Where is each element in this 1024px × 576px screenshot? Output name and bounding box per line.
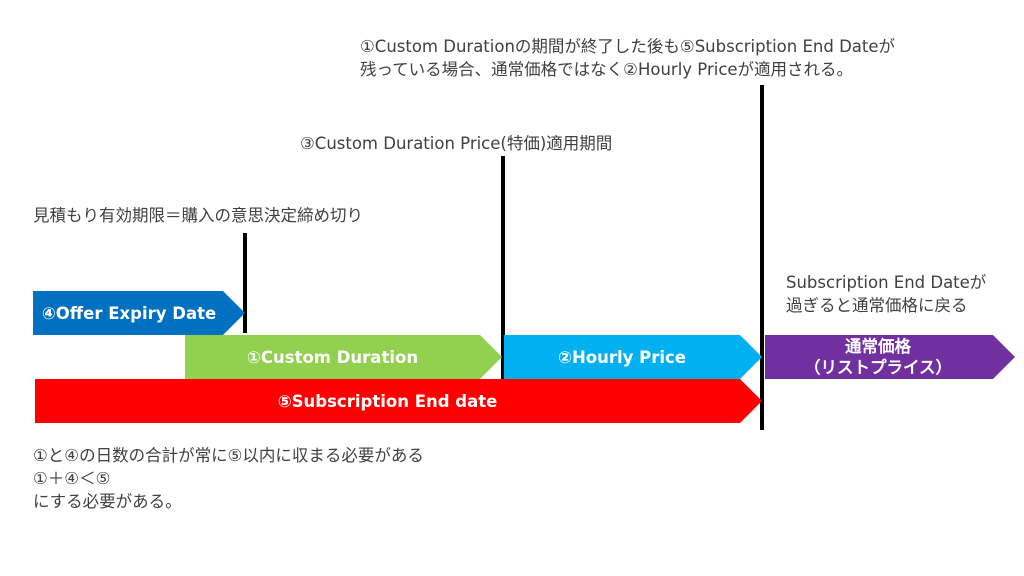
custom-price-period-label: ③Custom Duration Price(特価)適用期間: [300, 134, 613, 153]
after-end-note: Subscription End Dateが 過ぎると通常価格に戻る: [786, 271, 986, 317]
after-end-note-line-2: 過ぎると通常価格に戻る: [786, 296, 968, 315]
offer-deadline-marker: [243, 233, 247, 333]
footnote-line-3: にする必要がある。: [33, 492, 182, 511]
custom-duration-bar: ①Custom Duration: [185, 335, 502, 379]
subscription-end-date-label: ⑤Subscription End date: [277, 391, 498, 411]
list-price-label-line-1: 通常価格: [845, 337, 911, 356]
top-note-line-2: 残っている場合、通常価格ではなく②Hourly Priceが適用される。: [360, 60, 854, 79]
top-note: ①Custom Durationの期間が終了した後も⑤Subscription …: [360, 35, 895, 81]
after-end-note-line-1: Subscription End Dateが: [786, 273, 987, 292]
offer-deadline-label: 見積もり有効期限＝購入の意思決定締め切り: [33, 206, 363, 225]
subscription-end-marker: [760, 85, 764, 430]
top-note-line-1: ①Custom Durationの期間が終了した後も⑤Subscription …: [360, 37, 896, 56]
list-price-bar: 通常価格 （リストプライス）: [765, 335, 1015, 379]
offer-expiry-date-label: ④Offer Expiry Date: [41, 303, 217, 323]
subscription-end-date-bar: ⑤Subscription End date: [35, 379, 762, 423]
footnote-line-1: ①と④の日数の合計が常に⑤以内に収まる必要がある: [33, 446, 424, 465]
hourly-price-bar: ②Hourly Price: [504, 335, 762, 379]
offer-expiry-date-bar: ④Offer Expiry Date: [33, 291, 245, 335]
custom-duration-label: ①Custom Duration: [246, 347, 419, 367]
custom-duration-end-marker: [501, 156, 505, 380]
footnote-line-2: ①＋④＜⑤: [33, 469, 111, 488]
footnote: ①と④の日数の合計が常に⑤以内に収まる必要がある ①＋④＜⑤ にする必要がある。: [33, 444, 424, 513]
list-price-label-line-2: （リストプライス）: [803, 358, 952, 377]
hourly-price-label: ②Hourly Price: [557, 347, 686, 367]
